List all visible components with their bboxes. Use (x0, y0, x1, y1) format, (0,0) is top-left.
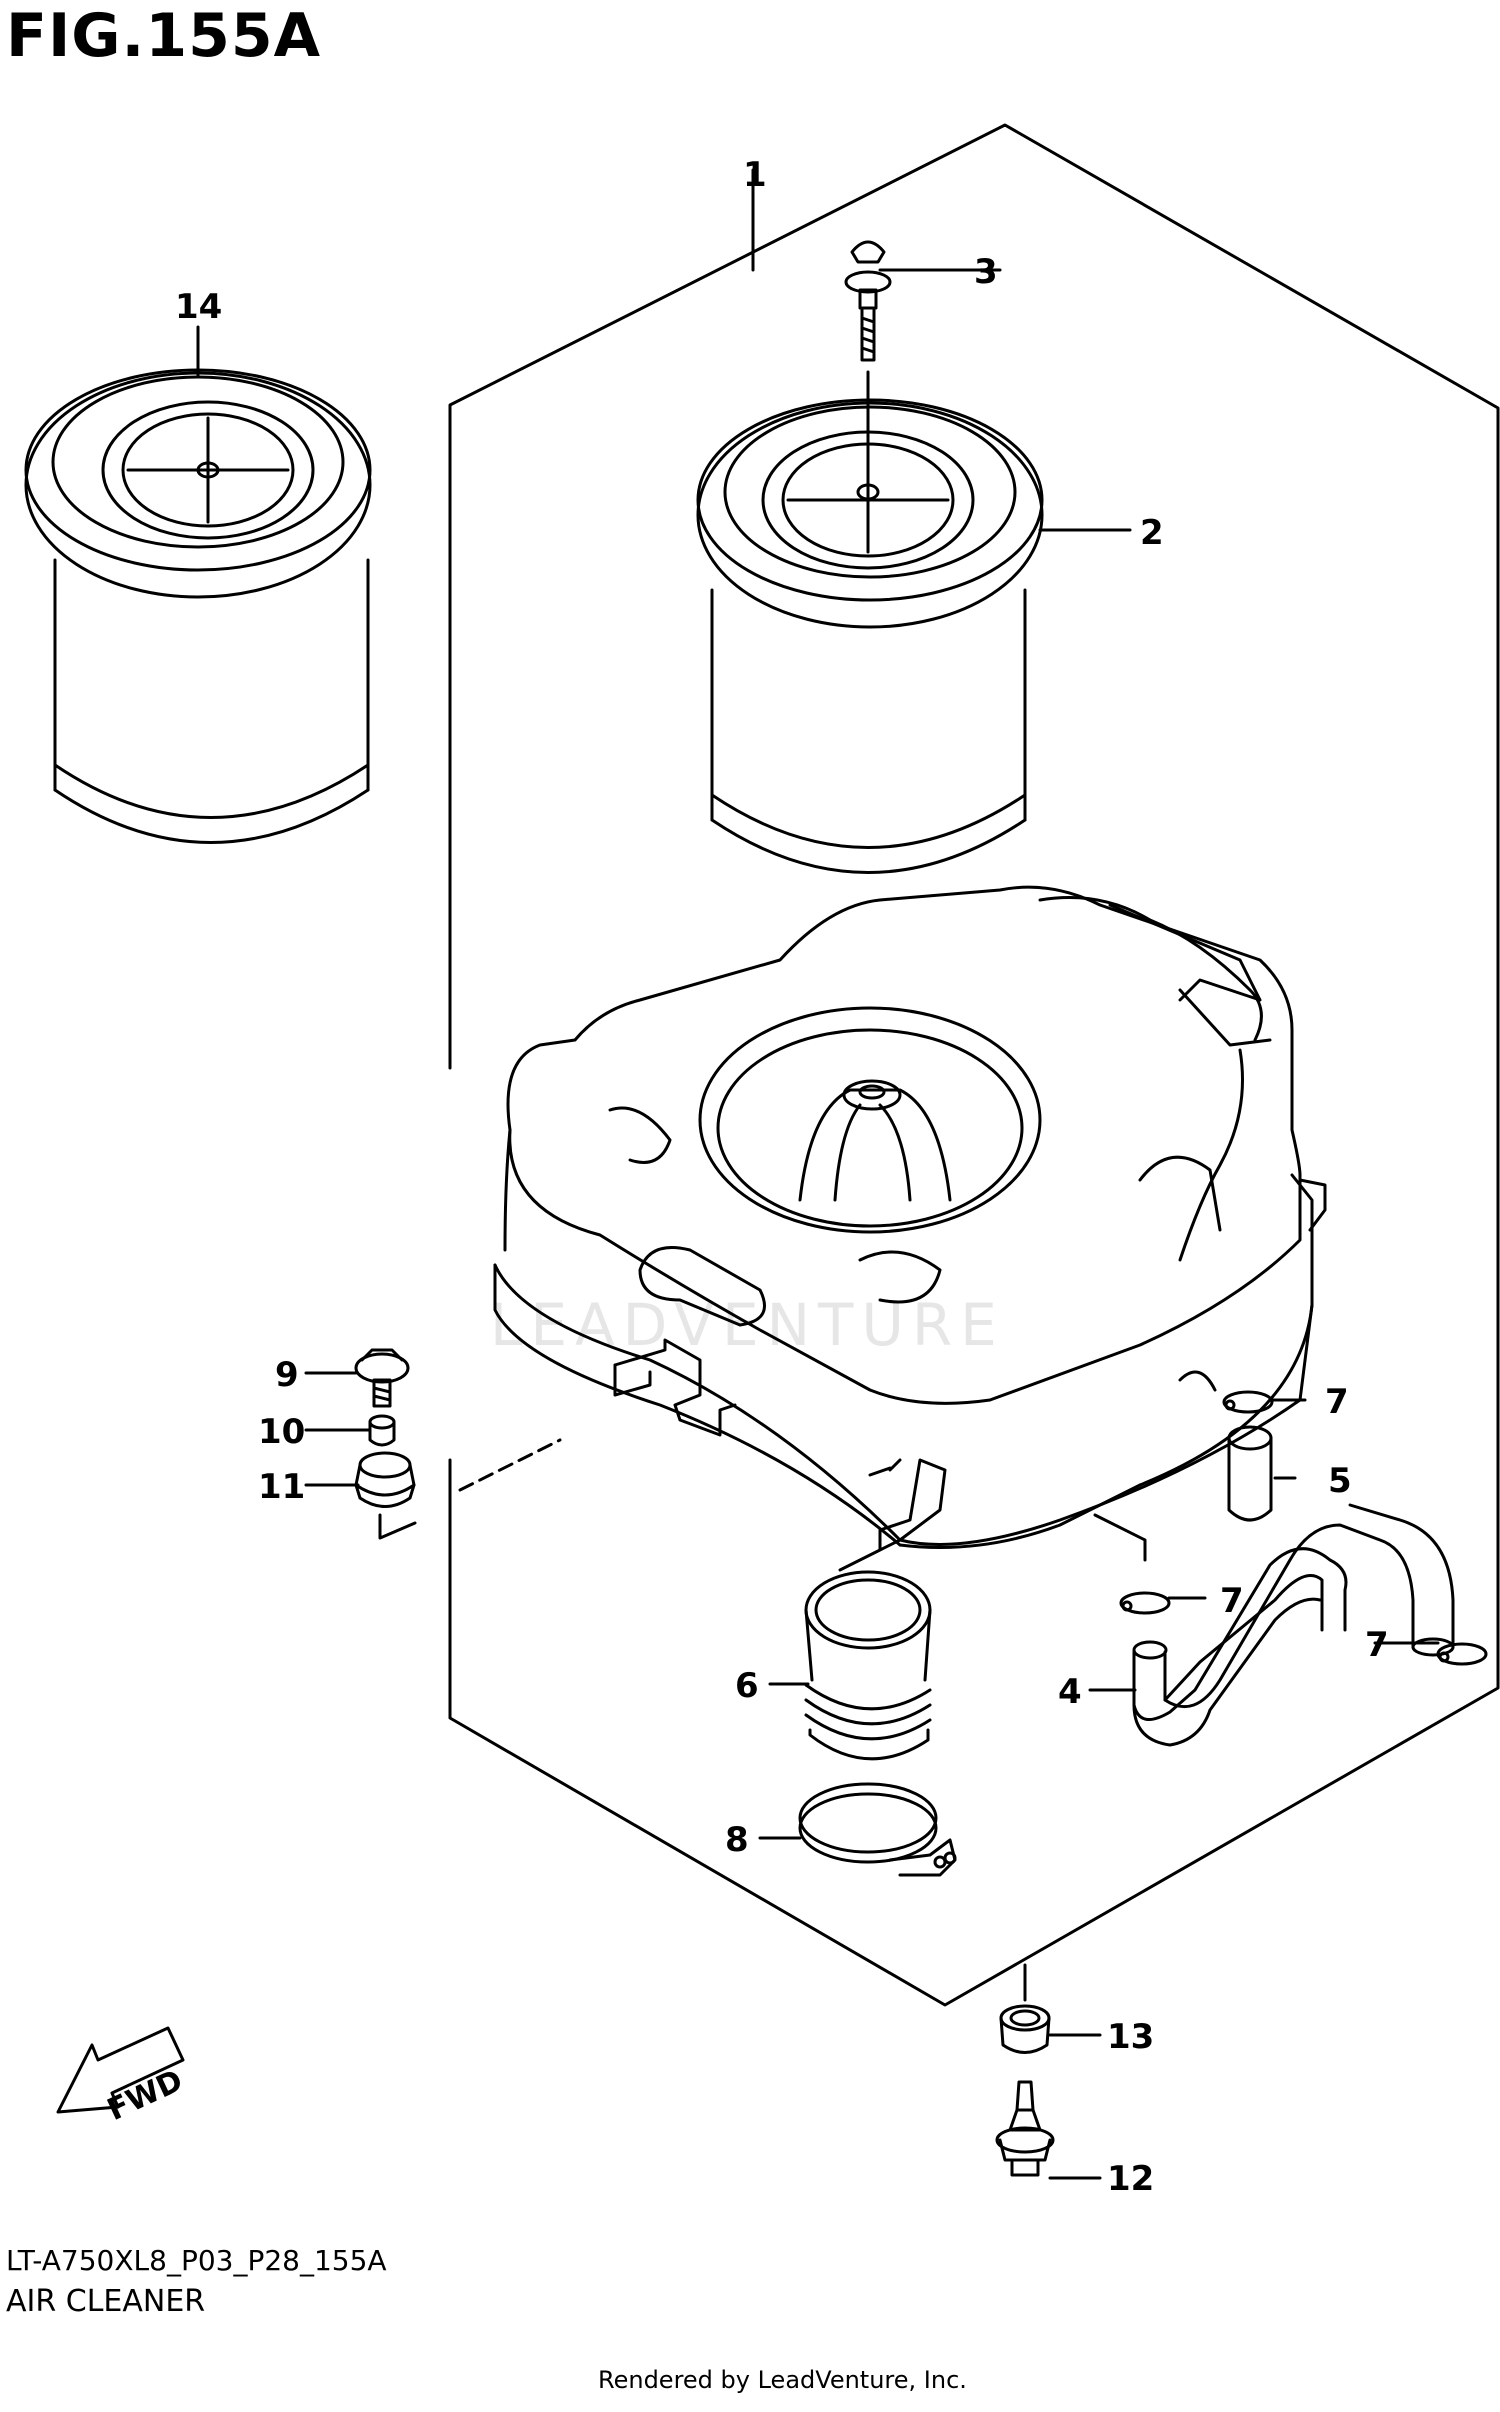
callout-13: 13 (1107, 2017, 1154, 2057)
callout-5: 5 (1328, 1461, 1352, 1501)
fwd-arrow-icon (56, 2026, 185, 2114)
callout-12: 12 (1107, 2159, 1154, 2199)
callout-2: 2 (1140, 513, 1164, 553)
air-cleaner-case (493, 885, 1327, 1572)
callout-4: 4 (1058, 1672, 1082, 1712)
short-hose (1227, 1425, 1273, 1522)
footer-section-name: AIR CLEANER (6, 2284, 206, 2319)
wing-bolt (844, 240, 892, 362)
callout-9: 9 (275, 1355, 299, 1395)
grommet (354, 1451, 416, 1508)
collar (368, 1414, 396, 1447)
footer-model-code: LT-A750XL8_P03_P28_155A (6, 2244, 387, 2277)
intake-boot (804, 1570, 932, 1761)
long-hose (1132, 1503, 1455, 1747)
callout-10: 10 (258, 1412, 305, 1452)
callout-1: 1 (743, 155, 767, 195)
callout-7b: 7 (1220, 1581, 1244, 1621)
hose-clamp-spring-1 (1222, 1390, 1274, 1414)
air-filter-element (696, 370, 1044, 874)
drain-plug (995, 2080, 1055, 2177)
hose-clamp-spring-3 (1436, 1642, 1488, 1666)
figure-title: FIG.155A (6, 1, 322, 71)
callout-11: 11 (258, 1467, 305, 1507)
case-bolt (354, 1348, 410, 1408)
assembly-frame (448, 123, 1500, 2007)
hose-clamp-spring-2 (1119, 1591, 1171, 1615)
callout-8: 8 (725, 1820, 749, 1860)
bolt-mount-line (458, 1438, 562, 1492)
air-filter-element-spare (24, 368, 372, 844)
hose-clamp (798, 1782, 957, 1877)
hose-leader (1093, 1513, 1147, 1562)
drain-grommet (999, 2004, 1051, 2054)
bolt-leader (378, 1513, 417, 1540)
callout-6: 6 (735, 1666, 759, 1706)
callout-7c: 7 (1365, 1625, 1389, 1665)
callout-7a: 7 (1325, 1382, 1349, 1422)
fwd-label: FWD (102, 2063, 188, 2128)
footer-rendered-by: Rendered by LeadVenture, Inc. (598, 2366, 967, 2394)
callout-3: 3 (974, 252, 998, 292)
callout-14: 14 (175, 287, 222, 327)
